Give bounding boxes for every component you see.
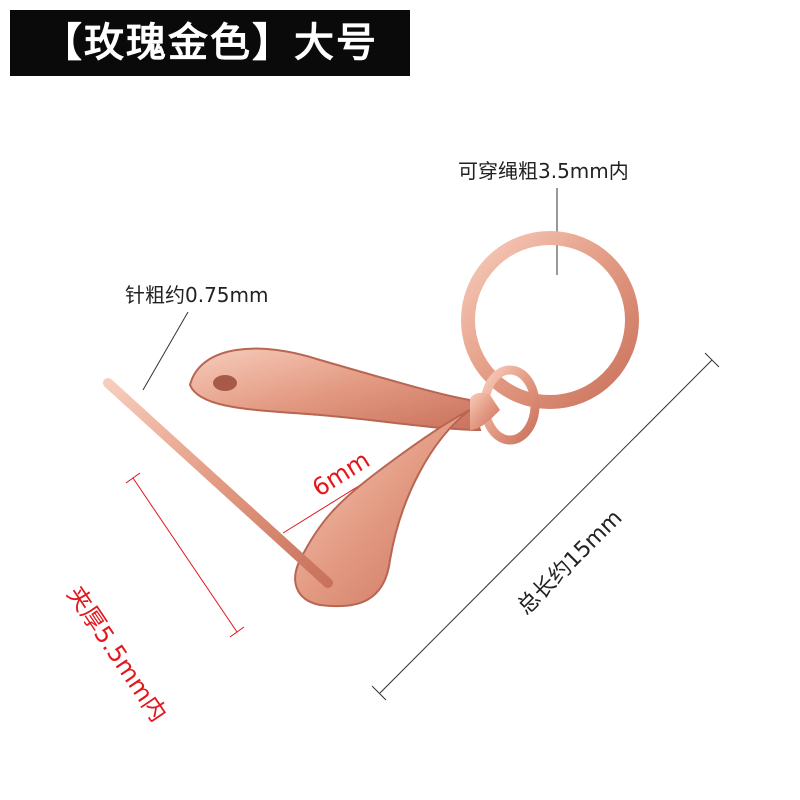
jump-ring-large (461, 231, 639, 409)
cord-size-label: 可穿绳粗3.5mm内 (458, 159, 629, 183)
needle-pin (103, 378, 333, 588)
needle-size-label: 针粗约0.75mm (125, 283, 269, 307)
product-title: 【玫瑰金色】大号 (10, 10, 410, 76)
bail-body (188, 347, 500, 608)
